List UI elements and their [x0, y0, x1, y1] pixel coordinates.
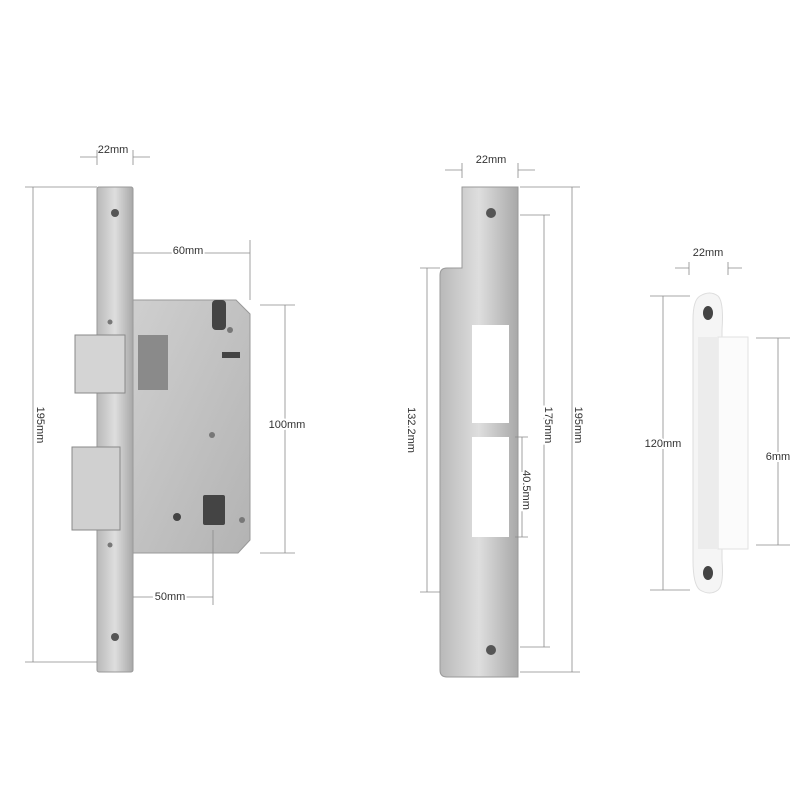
strike-box-dimensions: 22mm 120mm 6mm: [643, 247, 792, 591]
dim-strike-length: 195mm: [572, 407, 584, 444]
deadbolt-opening: [472, 437, 509, 537]
strike-box: [692, 292, 749, 594]
case-slot: [212, 300, 226, 330]
dim-case-height: 100mm: [269, 419, 306, 431]
lock-faceplate: [96, 186, 134, 673]
dim-case-width: 60mm: [173, 245, 204, 257]
dim-strike-flange-length: 132.2mm: [405, 407, 417, 453]
strike-screw-hole-top: [486, 208, 496, 218]
screw-icon: [209, 432, 215, 438]
strike-plate: [439, 186, 519, 678]
screw-icon: [107, 542, 113, 548]
faceplate-screw-hole-bottom: [111, 633, 119, 641]
latch-bolt: [74, 334, 126, 394]
screw-icon: [107, 319, 113, 325]
dim-strike-width: 22mm: [476, 154, 507, 166]
dim-strike-hole-spacing: 175mm: [542, 407, 554, 444]
spindle-hole: [203, 495, 225, 525]
mortise-lock: [71, 186, 251, 673]
strike-plate-body: [439, 186, 519, 678]
strike-screw-hole-bottom: [486, 645, 496, 655]
dim-strike-opening-height: 40.5mm: [520, 470, 532, 510]
strike-plate-dimensions: 22mm 132.2mm 175mm 195mm 40.5mm: [403, 154, 586, 673]
case-hole: [173, 513, 181, 521]
screw-icon: [239, 517, 245, 523]
mortise-lock-dimensions: 22mm 60mm 195mm 100mm 50mm: [25, 144, 307, 663]
latch-mechanism: [138, 335, 168, 390]
strike-box-hole-top: [703, 306, 713, 320]
dim-faceplate-length: 195mm: [34, 407, 46, 444]
strike-box-cavity: [698, 337, 718, 549]
case-slot: [222, 352, 240, 358]
faceplate-screw-hole-top: [111, 209, 119, 217]
latch-opening: [472, 325, 509, 423]
dim-strike-box-pocket: 6mm: [766, 451, 790, 463]
strike-box-pocket: [717, 336, 749, 550]
dim-strike-box-width: 22mm: [693, 247, 724, 259]
dim-backset: 50mm: [155, 591, 186, 603]
deadbolt: [71, 446, 121, 531]
strike-box-hole-bottom: [703, 566, 713, 580]
dim-faceplate-width: 22mm: [98, 144, 129, 156]
screw-icon: [227, 327, 233, 333]
dim-strike-box-length: 120mm: [645, 438, 682, 450]
